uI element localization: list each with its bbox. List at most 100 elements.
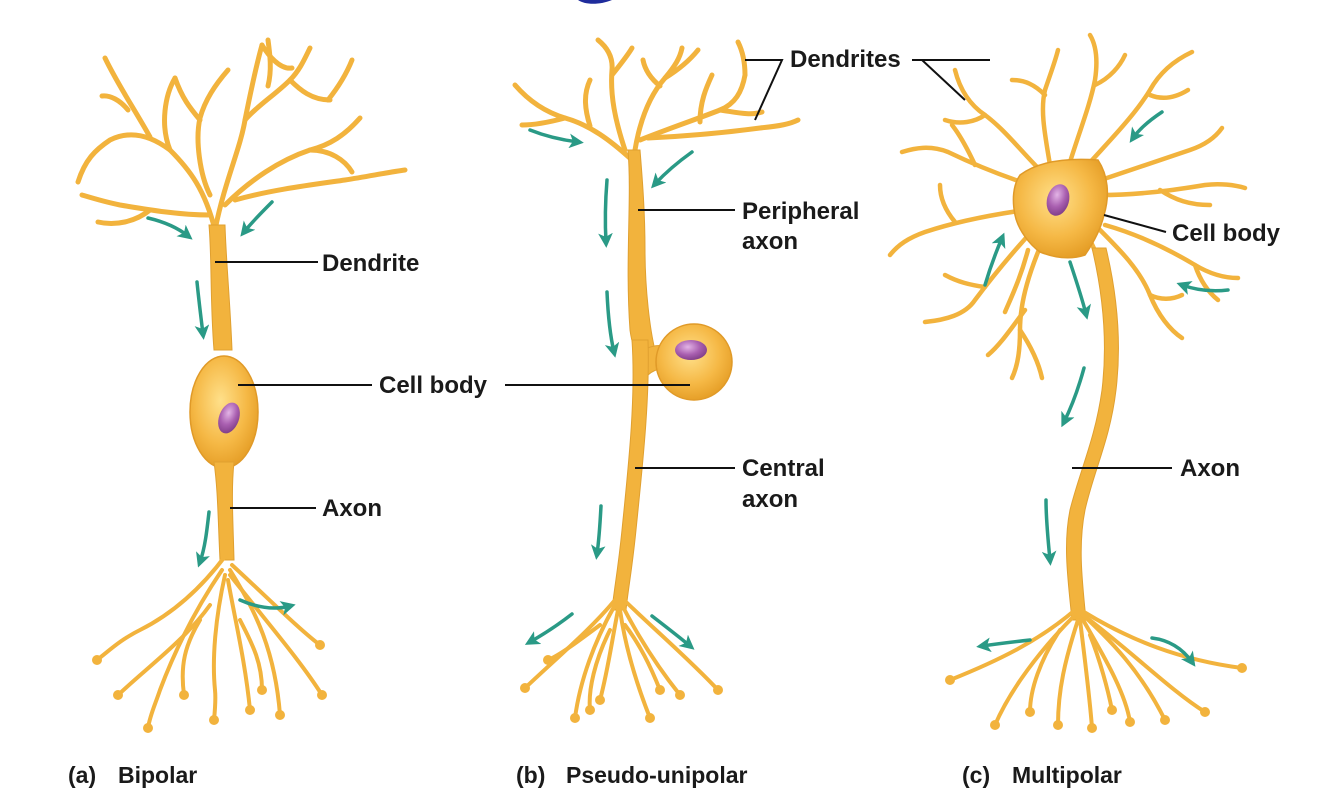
- caption-b-letter: (b): [516, 762, 545, 788]
- bipolar-dendrite-branch: [99, 93, 131, 113]
- pseudo-dendrite-branch: [583, 77, 593, 129]
- pseudo-dendrites-leader: [745, 59, 784, 121]
- pseudo-axon-terminal: [623, 623, 662, 692]
- pseudo-nucleus: [675, 340, 707, 360]
- multi-dendrite-branch: [1082, 49, 1195, 171]
- multi-axon-terminal: [1082, 610, 1244, 670]
- multi-axon-terminal: [1028, 628, 1062, 714]
- pseudo-signal-arrow: [650, 614, 695, 650]
- multi-axon-shaft: [1065, 247, 1119, 621]
- bipolar-cell-body-label: Cell body: [379, 372, 488, 399]
- bipolar-axon-terminal: [228, 573, 324, 697]
- bipolar-axon-terminal-knobs: [92, 640, 327, 733]
- dendrites-label: Dendrites: [790, 46, 901, 73]
- bipolar-axon-shaft: [213, 461, 235, 561]
- pseudo-unipolar-neuron: Peripheral axon Central axon: [505, 37, 859, 723]
- bipolar-dendrite-branch: [265, 37, 273, 89]
- bipolar-dendrite-branch: [259, 42, 295, 71]
- multi-dendrite-branch: [1067, 32, 1099, 165]
- multi-dendrite-branch: [942, 272, 988, 290]
- caption-c: (c) Multipolar: [962, 762, 1122, 788]
- multi-signal-arrow: [1129, 110, 1164, 143]
- multi-dendrite-branch: [1092, 125, 1225, 185]
- pseudo-axon-terminal: [622, 598, 720, 692]
- pseudo-dendrite-branch: [595, 37, 628, 153]
- pseudo-signal-arrow: [524, 612, 574, 645]
- multi-dendrite-branch: [1157, 187, 1213, 208]
- bipolar-axon-label: Axon: [322, 495, 382, 522]
- multi-signal-arrow: [1068, 260, 1091, 320]
- pseudo-axon-terminal-knobs: [520, 655, 723, 723]
- multi-axon-terminal: [948, 608, 1077, 682]
- caption-a: (a) Bipolar: [68, 762, 197, 788]
- pseudo-peripheral-label-line2: axon: [742, 228, 798, 255]
- multi-signal-arrow: [1061, 366, 1086, 428]
- bipolar-dendrite-branch: [232, 167, 408, 203]
- multi-cell-body-leader: [1103, 214, 1167, 233]
- multi-dendrite-branch: [985, 307, 1028, 358]
- bipolar-dendrite-shaft: [208, 224, 233, 351]
- bipolar-dendrite-branch: [212, 42, 265, 233]
- multipolar-neuron: Cell body Axon: [887, 32, 1281, 733]
- multi-axon-label: Axon: [1180, 455, 1240, 482]
- bipolar-axon-terminal: [116, 603, 212, 697]
- bipolar-dendrite-branch: [307, 147, 355, 175]
- bipolar-dendrite-branch: [79, 192, 213, 218]
- bipolar-dendrite-label: Dendrite: [322, 250, 419, 277]
- caption-c-letter: (c): [962, 762, 990, 788]
- caption-a-letter: (a): [68, 762, 96, 788]
- multi-signal-arrow: [976, 637, 1032, 653]
- bipolar-signal-arrow: [146, 216, 193, 240]
- bipolar-signal-arrow: [194, 280, 210, 340]
- bipolar-axon-terminal: [180, 618, 202, 697]
- pseudo-dendrite-branch: [735, 39, 748, 78]
- multi-dendrite-branch: [1092, 52, 1128, 88]
- multi-signal-arrow: [983, 232, 1006, 287]
- multi-axon-terminal: [1078, 618, 1094, 730]
- pseudo-dendrite-branch: [645, 117, 801, 141]
- pseudo-signal-arrow: [528, 128, 584, 149]
- multi-dendrite-branch: [887, 207, 1028, 258]
- bipolar-dendrite-branch: [95, 207, 153, 226]
- pseudo-peripheral-label-line1: Peripheral: [742, 198, 859, 225]
- bipolar-neuron: Dendrite Cell body Axon: [75, 37, 488, 733]
- pseudo-dendrite-branch: [662, 47, 701, 81]
- bipolar-dendrite-branch: [162, 75, 178, 153]
- pseudo-cell-body: [655, 323, 733, 401]
- pseudo-axon-terminal: [573, 603, 617, 720]
- multi-axon-terminal: [1080, 616, 1132, 724]
- pseudo-dendrite-branch: [519, 115, 568, 128]
- multi-signal-arrow: [1041, 498, 1057, 566]
- bipolar-axon-terminal: [238, 618, 264, 692]
- bipolar-axon-terminal: [228, 568, 282, 717]
- pseudo-dendrite-branch: [609, 45, 635, 78]
- pseudo-dendrite-branch: [697, 72, 715, 125]
- multi-dendrite-branch: [1017, 327, 1045, 381]
- multi-dendrite-branch: [937, 182, 958, 225]
- bipolar-dendrite-branch: [102, 55, 153, 140]
- pseudo-axon-terminal: [620, 603, 682, 697]
- multi-axon-terminal: [1081, 613, 1207, 714]
- bipolar-axon-terminal: [226, 578, 252, 712]
- multi-dendrite-branch: [1002, 247, 1031, 315]
- pseudo-signal-arrow: [598, 178, 613, 248]
- bipolar-axon-terminal: [211, 573, 227, 722]
- bipolar-dendrite-branch: [325, 57, 355, 103]
- bipolar-dendrite-branch: [222, 115, 363, 208]
- multi-dendrite-branch: [1147, 87, 1191, 100]
- bipolar-signal-arrow: [240, 200, 274, 237]
- pseudo-dendrite-branch: [640, 57, 663, 89]
- multi-dendrite-branch: [949, 122, 978, 168]
- multi-axon-terminal-knobs: [945, 663, 1247, 733]
- bipolar-signal-arrow: [238, 598, 296, 616]
- multi-dendrite-branch: [1009, 77, 1048, 98]
- multi-axon-terminal: [993, 613, 1077, 727]
- pseudo-signal-arrow: [604, 290, 620, 358]
- pseudo-peripheral-axon-shaft: [627, 149, 656, 356]
- pseudo-central-axon-shaft: [611, 339, 649, 611]
- bipolar-dendrite-branch: [172, 75, 203, 123]
- bipolar-axon-terminal: [146, 568, 224, 730]
- bipolar-dendrite-branch: [75, 132, 218, 233]
- title-fragment: [578, 0, 612, 4]
